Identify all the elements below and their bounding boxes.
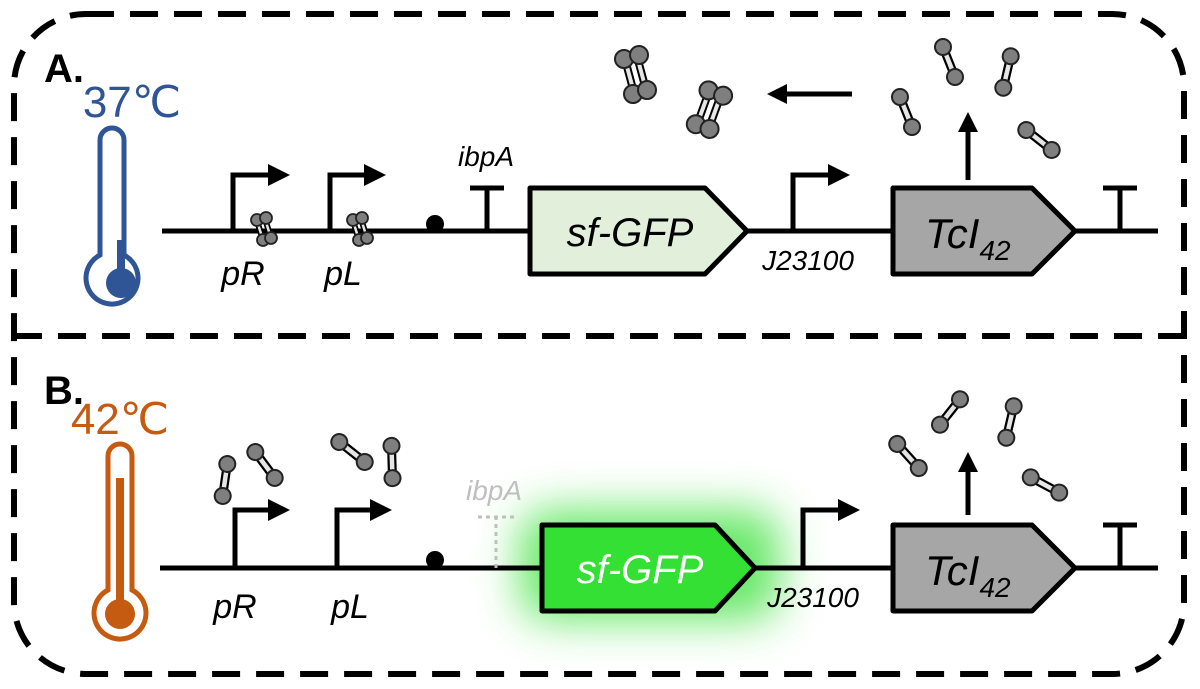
panel-a-temperature: 37℃ [83,78,181,127]
panel-a-thermometer-icon [83,125,141,307]
panel-b: B. 42℃ pR pL [44,369,1158,642]
panel-a-pL-promoter [327,164,386,231]
panel-a-tci42-cds [890,185,1078,277]
panel-a-pR-promoter [230,164,290,231]
panel-b-pR-promoter [232,499,290,568]
panel-b-repressor-dimer [328,425,375,479]
panel-b-temperature: 42℃ [71,395,169,444]
panel-b-repressor-dimer [923,388,977,435]
panel-a-ibpA-terminator [470,185,504,231]
panel-a-rbs [426,215,444,233]
panel-b-ibpA-label: ibpA [466,475,522,506]
panel-b-tci42-cds [890,522,1078,614]
panel-a-expression-arrow [958,112,978,180]
panel-a-pL-label: pL [323,255,362,293]
panel-a-tci42-label: TcI42 [925,210,1011,266]
panel-a-sfgfp-label: sf-GFP [567,211,694,255]
panel-a-ibpA-label: ibpA [458,141,514,172]
panel-b-j23100-promoter [800,499,860,568]
panel-a-repressor-tetramer [676,75,742,145]
panel-b-end-terminator [1103,522,1137,568]
panel-b-repressor-dimer [1019,458,1070,511]
panel-b-pR-label: pR [212,588,256,626]
panel-a-repressor-tetramer [615,46,656,103]
panel-a-sfgfp-cds [527,185,750,277]
panel-a-j23100-label: J23100 [761,245,854,276]
panel-a: A. 37℃ pR pL ibpA [44,39,1158,307]
panel-a-repressor-dimer [892,89,920,135]
panel-b-tci42-label: TcI42 [925,547,1011,603]
panel-a-repressor-dimer [982,45,1031,99]
panel-b-pL-promoter [334,499,392,568]
panel-a-letter: A. [44,47,84,91]
panel-b-expression-arrow [958,452,978,515]
panel-a-end-terminator [1103,185,1137,231]
panel-b-letter: B. [44,369,84,413]
panel-b-repressor-dimer [201,453,248,507]
panel-a-repressor-dimer [1015,113,1062,167]
panel-b-sfgfp-cds [539,522,758,614]
panel-b-ibpA-terminator [478,515,514,568]
panel-b-repressor-dimer [371,436,413,489]
panel-b-repressor-dimer [887,430,929,483]
panel-b-pL-label: pL [330,588,369,626]
panel-a-oligomerization-arrow [767,84,852,104]
panel-b-sfgfp-label: sf-GFP [577,548,704,592]
panel-b-j23100-label: J23100 [766,582,859,613]
panel-b-repressor-dimer [985,395,1034,449]
panel-a-j23100-promoter [790,164,850,231]
panel-a-pR-label: pR [220,255,264,293]
panel-a-repressor-dimer [935,39,963,85]
panel-b-thermometer-icon [91,441,149,642]
panel-b-repressor-dimer [246,439,285,491]
panel-b-rbs [426,551,444,569]
